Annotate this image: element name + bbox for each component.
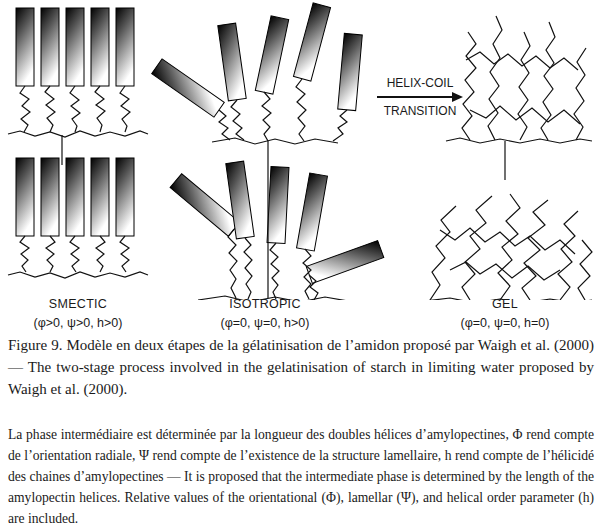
arrow-shaft xyxy=(377,96,455,98)
helix-rods xyxy=(16,8,134,236)
phase-panel: GEL(φ=0, ψ=0, h=0) xyxy=(463,4,595,334)
random-coils xyxy=(425,16,592,300)
phase-name: ISOTROPIC xyxy=(175,296,355,312)
transition-arrow xyxy=(377,92,463,102)
phase-panel: ISOTROPIC (φ=0, ψ=0, h>0) xyxy=(160,4,377,334)
figure-caption: Figure 9. Modèle en deux étapes de la gé… xyxy=(8,334,594,400)
phase-name: SMECTIC xyxy=(0,296,168,312)
starch-illustration xyxy=(0,0,600,300)
order-parameters: (φ>0, ψ>0, h>0) xyxy=(0,315,168,331)
arrow-head xyxy=(452,92,463,102)
spacer-chains xyxy=(8,86,148,278)
spacer-chains xyxy=(198,79,348,300)
phase-panel: SMECTIC(φ>0, ψ>0, h>0) xyxy=(5,4,160,334)
figure-note: La phase intermédiaire est déterminée pa… xyxy=(8,424,594,529)
phase-name: GEL xyxy=(415,296,595,312)
transition-label: HELIX-COIL TRANSITION xyxy=(375,69,465,125)
order-parameters: (φ=0, ψ=0, h=0) xyxy=(415,315,595,331)
order-parameters: (φ=0, ψ=0, h>0) xyxy=(175,315,355,331)
